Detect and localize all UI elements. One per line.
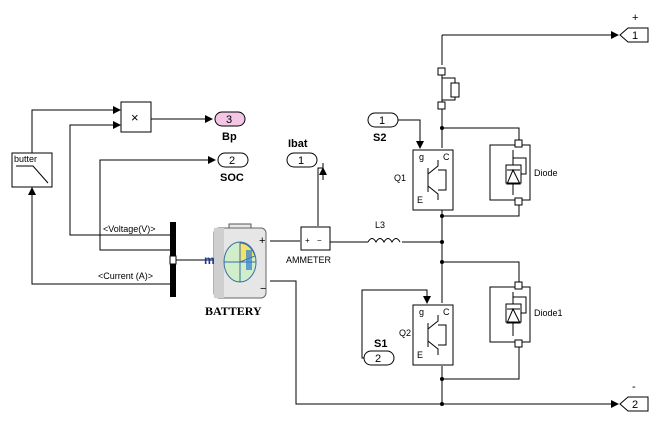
diode-label: Diode — [534, 168, 558, 178]
signal-wires — [28, 31, 619, 408]
battery-label: BATTERY — [205, 304, 262, 318]
port-ibat[interactable]: Ibat 1 — [286, 138, 318, 168]
diode1-block[interactable] — [489, 281, 531, 348]
node-dot — [440, 214, 444, 218]
wire-butter-to-product — [31, 106, 121, 153]
q2-label: Q2 — [399, 328, 411, 338]
q1-pin-c: C — [443, 152, 450, 162]
out-plus-number: 1 — [632, 30, 638, 42]
ammeter-block[interactable]: + − — [300, 226, 331, 251]
q2-pin-e: E — [417, 350, 423, 360]
port-out-plus[interactable]: + 1 — [619, 12, 649, 43]
butter-label: butter — [14, 154, 37, 164]
port-bp-name: Bp — [222, 131, 237, 143]
node-dot — [440, 402, 444, 406]
diode1-label: Diode1 — [534, 308, 563, 318]
wire-diode-bottom — [442, 200, 520, 217]
q2-pin-g: g — [419, 307, 424, 317]
port-bp[interactable]: 3 Bp — [214, 111, 246, 143]
q2-pin-c: C — [443, 307, 450, 317]
bus-selector[interactable] — [169, 222, 177, 297]
wire-diode1-bottom — [442, 343, 520, 380]
wire-soc — [99, 156, 216, 251]
battery-minus: − — [260, 283, 266, 295]
port-s1-number: 2 — [375, 353, 381, 365]
port-s1-name: S1 — [374, 338, 387, 350]
product-block[interactable]: × — [120, 101, 152, 133]
butter-filter-block[interactable]: butter — [11, 152, 53, 188]
port-bp-number: 3 — [226, 114, 232, 126]
ammeter-minus: − — [317, 236, 322, 245]
node-dot — [440, 126, 444, 130]
igbt-q2[interactable]: g C E — [412, 304, 454, 366]
out-minus-sign: - — [632, 381, 636, 393]
junctions — [440, 126, 444, 406]
battery-m-port: m — [204, 253, 215, 267]
diode-block[interactable] — [489, 139, 531, 206]
inductor-l3[interactable] — [367, 238, 401, 244]
node-dot — [440, 260, 444, 264]
port-s2[interactable]: 1 S2 — [367, 112, 399, 144]
ammeter-plus: + — [305, 236, 310, 245]
q1-pin-g: g — [419, 152, 424, 162]
wire-current-to-butter — [28, 187, 170, 285]
snubber-resistor[interactable] — [437, 67, 460, 110]
product-symbol: × — [131, 110, 139, 125]
q1-pin-e: E — [417, 195, 423, 205]
port-ibat-number: 1 — [298, 155, 304, 167]
igbt-q1[interactable]: g C E — [412, 149, 454, 211]
port-soc-name: SOC — [220, 172, 244, 184]
lowpass-icon — [16, 165, 49, 184]
port-soc-number: 2 — [229, 155, 235, 167]
wire-diode1-top — [442, 261, 520, 285]
port-s2-name: S2 — [373, 132, 386, 144]
port-s1[interactable]: S1 2 — [363, 338, 395, 366]
wire-s2-to-q1 — [398, 119, 424, 149]
out-plus-sign: + — [632, 12, 638, 24]
port-out-minus[interactable]: - 2 — [619, 381, 649, 412]
port-s2-number: 1 — [379, 115, 385, 127]
wire-s1-to-q2 — [361, 289, 431, 359]
voltage-signal-label: <Voltage(V)> — [103, 224, 156, 234]
wire-ammeter-to-ibat — [317, 163, 324, 226]
wire-voltage-to-product — [69, 121, 170, 236]
wire-to-out-minus — [270, 280, 619, 408]
current-signal-label: <Current (A)> — [98, 271, 153, 281]
node-dot — [440, 377, 444, 381]
ammeter-label: AMMETER — [286, 255, 332, 265]
q1-label: Q1 — [394, 173, 406, 183]
port-ibat-name: Ibat — [288, 138, 308, 150]
port-soc[interactable]: 2 SOC — [217, 152, 249, 184]
wire-diode-top — [442, 127, 520, 143]
battery-plus: + — [259, 235, 265, 247]
battery-block[interactable]: m + − — [204, 223, 267, 299]
out-minus-number: 2 — [632, 399, 638, 411]
inductor-label: L3 — [375, 220, 385, 230]
node-dot — [440, 240, 444, 244]
